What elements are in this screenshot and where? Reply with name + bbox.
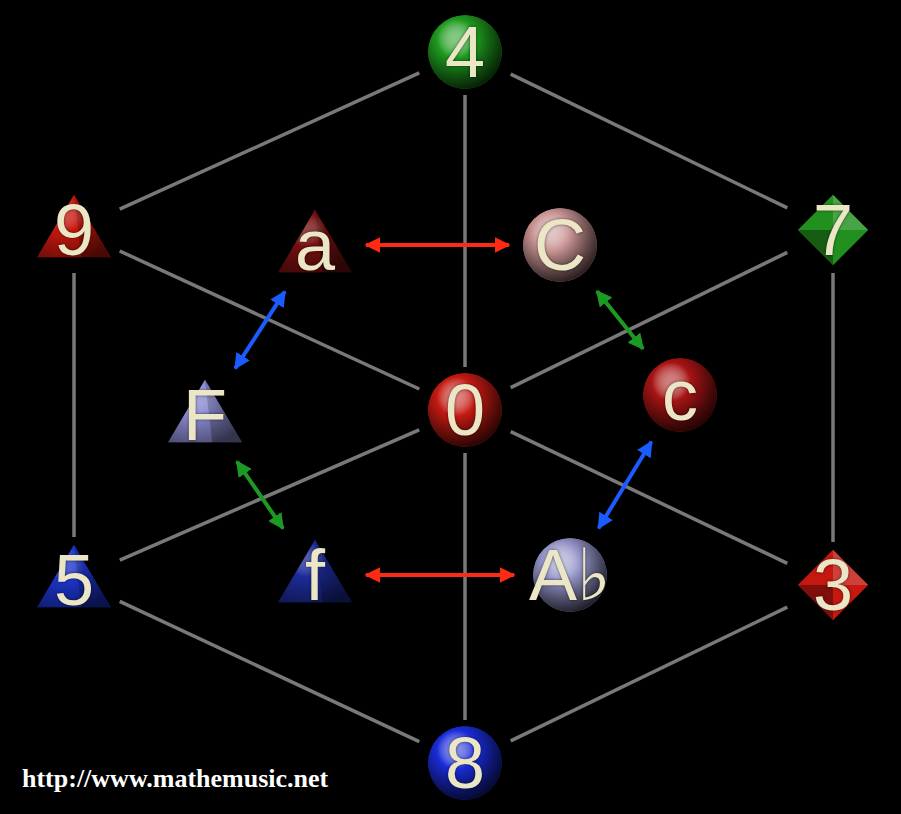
node-label: f (305, 539, 325, 611)
node-label: C (534, 209, 586, 281)
cube-edge (463, 95, 467, 367)
transform-arrow (237, 462, 283, 529)
node-label: c (662, 359, 698, 431)
tone-node: 9 (31, 190, 117, 270)
cube-edge (463, 453, 467, 720)
cube-edge (120, 430, 419, 560)
node-label: 8 (445, 727, 485, 799)
cube-edge (120, 73, 420, 209)
node-label: 7 (813, 194, 853, 266)
tone-node: 0 (422, 370, 508, 450)
cube-edge (511, 74, 788, 208)
tone-node: a (272, 205, 358, 285)
transform-arrow (366, 243, 509, 247)
tone-node: 5 (31, 540, 117, 620)
transform-arrow (599, 442, 652, 528)
cube-edge (511, 607, 788, 741)
tone-node: 3 (790, 545, 876, 625)
node-label: F (183, 379, 227, 451)
node-label: A♭ (529, 539, 611, 611)
tone-node: 8 (422, 723, 508, 803)
transform-arrow (235, 292, 285, 369)
cube-edge (120, 601, 420, 741)
transform-arrow (366, 573, 514, 577)
watermark-url: http://www.mathemusic.net (22, 764, 328, 794)
tone-node: 4 (422, 12, 508, 92)
node-label: 9 (54, 194, 94, 266)
node-label: 5 (54, 544, 94, 616)
tone-node: c (637, 355, 723, 435)
cube-edge (120, 251, 420, 389)
node-label: 3 (813, 549, 853, 621)
node-label: 0 (445, 374, 485, 446)
tone-node: C (517, 205, 603, 285)
node-label: 4 (445, 16, 485, 88)
cube-edge (831, 273, 835, 542)
tone-node: f (272, 535, 358, 615)
transform-arrow (597, 291, 643, 349)
node-label: a (295, 209, 335, 281)
tone-node: 7 (790, 190, 876, 270)
tone-node: A♭ (522, 535, 618, 615)
cube-edge (72, 273, 76, 537)
tone-node: F (162, 375, 248, 455)
